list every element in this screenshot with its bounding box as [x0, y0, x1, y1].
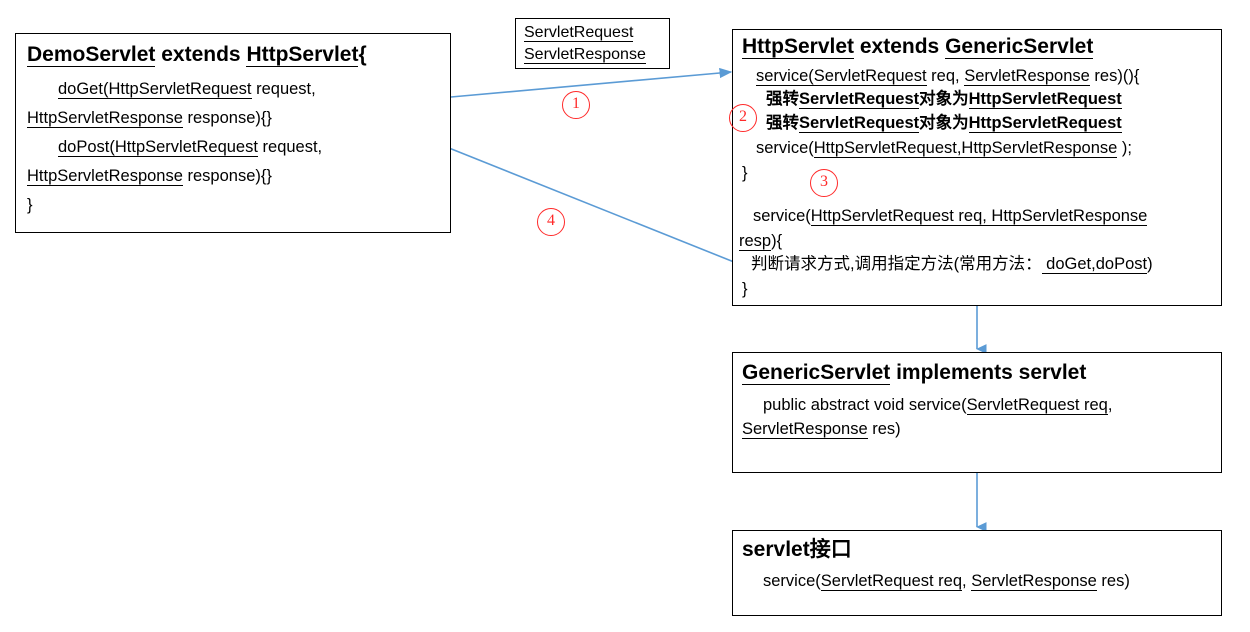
generic-servlet-header-implements: implements servlet [890, 361, 1087, 384]
generic-servlet-service-req: ServletRequest req [966, 396, 1108, 415]
generic-servlet-service-a: public abstract void service( [763, 396, 967, 414]
http-servlet-header: HttpServlet extends GenericServlet [742, 35, 1094, 59]
http-servlet-cast-line-2: 强转ServletRequest对象为HttpServletRequest [766, 114, 1122, 133]
demo-servlet-dopost-signature: doPost(HttpServletRequest [58, 138, 258, 157]
http-servlet-service-generic-b: req, [926, 67, 965, 85]
http-servlet-service-generic-a: service(ServletRequest [756, 67, 927, 86]
servlet-interface-service-end: res) [1096, 572, 1130, 590]
http-servlet-header-extends: extends [854, 35, 946, 58]
http-servlet-service-generic-c: ServletResponse [964, 67, 1090, 86]
servlet-interface-service-sep: , [962, 572, 972, 590]
demo-servlet-doget-line: doGet(HttpServletRequest request, [58, 80, 316, 99]
http-servlet-cast-1-mid: 对象为 [919, 90, 969, 108]
demo-servlet-header-extends: extends [155, 43, 247, 66]
demo-servlet-dopost-param: request, [257, 138, 323, 156]
servlet-response-text: ServletResponse [524, 46, 646, 64]
servlet-interface-service-req: ServletRequest req [820, 572, 963, 591]
http-servlet-header-class: HttpServlet [742, 35, 855, 59]
http-servlet-cast-2-mid: 对象为 [919, 114, 969, 132]
step-marker-two: 2 [729, 104, 757, 132]
generic-servlet-service-res-type: ServletResponse [742, 420, 868, 439]
http-servlet-service-http-line2: resp){ [739, 232, 783, 251]
http-servlet-dispatch-desc-a: 判断请求方式,调用指定方法(常用方法： [751, 255, 1042, 273]
demo-servlet-doget-resp-body: response){} [182, 109, 272, 127]
demo-servlet-header: DemoServlet extends HttpServlet{ [27, 43, 367, 67]
http-servlet-service-dispatch-c: ); [1117, 139, 1133, 157]
http-servlet-service-http-line: service(HttpServletRequest req, HttpServ… [753, 207, 1148, 226]
step-marker-four: 4 [537, 208, 565, 236]
demo-servlet-header-class: DemoServlet [27, 43, 156, 67]
step-marker-one: 1 [562, 91, 590, 119]
http-servlet-service-dispatch-a: service( [756, 139, 814, 157]
generic-servlet-header: GenericServlet implements servlet [742, 361, 1087, 385]
demo-servlet-dopost-line: doPost(HttpServletRequest request, [58, 138, 323, 157]
http-servlet-cast-1-to: HttpServletRequest [968, 90, 1122, 109]
http-servlet-header-superclass: GenericServlet [945, 35, 1094, 59]
http-servlet-cast-line-1: 强转ServletRequest对象为HttpServletRequest [766, 90, 1122, 109]
demo-servlet-header-superclass: HttpServlet [246, 43, 359, 67]
generic-servlet-service-line: public abstract void service(ServletRequ… [763, 396, 1113, 415]
servlet-interface-service-line: service(ServletRequest req, ServletRespo… [763, 572, 1130, 591]
servlet-interface-service-res: ServletResponse [971, 572, 1097, 591]
http-servlet-brace-1: } [742, 164, 748, 182]
step-marker-three: 3 [810, 169, 838, 197]
demo-servlet-dopost-line2: HttpServletResponse response){} [27, 167, 272, 186]
demo-servlet-doget-line2: HttpServletResponse response){} [27, 109, 272, 128]
http-servlet-dispatch-desc-c: ) [1147, 255, 1153, 273]
demo-servlet-header-brace: { [358, 43, 367, 66]
http-servlet-box: HttpServlet extends GenericServlet servi… [732, 29, 1222, 306]
http-servlet-brace-2: } [742, 280, 748, 298]
servlet-interface-box: servlet接口 service(ServletRequest req, Se… [732, 530, 1222, 616]
demo-servlet-doget-signature: doGet(HttpServletRequest [58, 80, 252, 99]
http-servlet-cast-2-prefix: 强转 [766, 114, 799, 132]
http-servlet-cast-1-from: ServletRequest [799, 90, 920, 109]
http-servlet-dispatch-desc-methods: doGet,doPost [1041, 255, 1148, 274]
http-servlet-service-generic-line: service(ServletRequest req, ServletRespo… [756, 67, 1140, 86]
arrow-one [450, 67, 733, 98]
demo-servlet-dopost-resp-type: HttpServletResponse [27, 167, 183, 186]
servlet-interface-header: servlet接口 [742, 538, 852, 561]
http-servlet-service-http-a: service( [753, 207, 811, 225]
demo-servlet-doget-param: request, [251, 80, 316, 98]
demo-servlet-box: DemoServlet extends HttpServlet{ doGet(H… [15, 33, 451, 233]
demo-servlet-dopost-resp-body: response){} [182, 167, 272, 185]
demo-servlet-closing-brace: } [27, 196, 33, 214]
generic-servlet-header-class: GenericServlet [742, 361, 891, 385]
http-servlet-dispatch-desc: 判断请求方式,调用指定方法(常用方法： doGet,doPost) [751, 255, 1153, 274]
http-servlet-service-http-resp: resp [739, 232, 772, 251]
http-servlet-service-http-brace: ){ [771, 232, 783, 250]
servlet-request-text: ServletRequest [524, 24, 634, 42]
http-servlet-service-dispatch-b: HttpServletRequest,HttpServletResponse [813, 139, 1118, 158]
http-servlet-cast-2-to: HttpServletRequest [968, 114, 1122, 133]
http-servlet-service-http-b: HttpServletRequest req, HttpServletRespo… [810, 207, 1148, 226]
servlet-request-label: ServletRequest [524, 24, 634, 42]
generic-servlet-service-line2: ServletResponse res) [742, 420, 901, 439]
http-servlet-cast-1-prefix: 强转 [766, 90, 799, 108]
generic-servlet-box: GenericServlet implements servlet public… [732, 352, 1222, 473]
servlet-response-label: ServletResponse [524, 46, 646, 64]
servlet-interface-service-a: service( [763, 572, 821, 590]
servlet-io-label-box: ServletRequest ServletResponse [515, 18, 670, 69]
http-servlet-service-dispatch-line: service(HttpServletRequest,HttpServletRe… [756, 139, 1133, 158]
generic-servlet-service-res-body: res) [867, 420, 901, 438]
generic-servlet-service-comma: , [1107, 396, 1113, 414]
demo-servlet-doget-resp-type: HttpServletResponse [27, 109, 183, 128]
http-servlet-service-generic-d: res)(){ [1089, 67, 1140, 85]
http-servlet-cast-2-from: ServletRequest [799, 114, 920, 133]
